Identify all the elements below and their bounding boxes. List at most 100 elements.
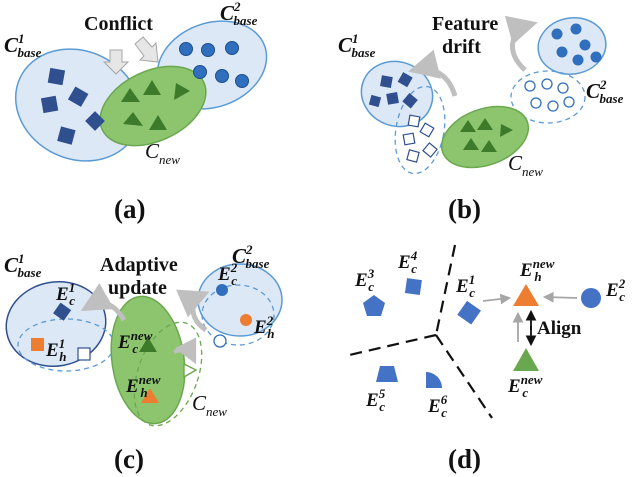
a-circle <box>235 74 249 88</box>
b-hollow-square <box>407 114 421 128</box>
a-triangle <box>149 115 167 130</box>
b-triangle <box>481 140 497 152</box>
c-title-line1: Adaptive <box>100 254 178 276</box>
b-drift-arrow-left <box>408 49 458 97</box>
b-square <box>402 92 418 109</box>
a-triangle <box>121 88 140 102</box>
b-circle <box>570 23 582 35</box>
b-hollow-circle <box>547 100 559 112</box>
c-hollow-triangle <box>183 362 198 379</box>
c-update-arrow-mid <box>173 337 197 365</box>
b-square <box>368 94 382 108</box>
b-new-ellipse <box>440 105 530 169</box>
a-square <box>40 95 59 114</box>
a-c-new-label: Cnew <box>145 139 180 167</box>
b-hollow-circle <box>524 80 536 92</box>
c-hollow-square <box>77 347 91 361</box>
b-base1-old-ellipse <box>394 85 446 175</box>
b-square <box>386 92 399 105</box>
c-panel-tag: (c) <box>114 444 144 474</box>
b-base2-ellipse <box>537 17 607 75</box>
b-hollow-circle <box>557 82 569 94</box>
d-ec4-square <box>404 278 422 296</box>
a-square <box>57 126 76 145</box>
a-triangle <box>123 112 143 126</box>
d-ec2-circle <box>581 288 601 308</box>
a-square <box>47 67 66 86</box>
a-triangle <box>174 83 190 100</box>
b-triangle <box>477 118 493 130</box>
a-circle <box>215 69 229 83</box>
d-ehnew-triangle <box>513 284 539 306</box>
b-c-new-label: Cnew <box>508 151 543 179</box>
c-ehnew-triangle <box>141 388 159 403</box>
b-circle <box>556 46 568 58</box>
c-update-arrow-right <box>176 289 210 333</box>
c-update-arrow-left <box>80 283 127 322</box>
d-ec3-pentagon <box>363 295 385 316</box>
c-eh1-square <box>31 338 44 351</box>
a-panel-tag: (a) <box>114 194 145 224</box>
d-boundary-right <box>435 334 493 419</box>
b-triangle <box>460 120 476 132</box>
a-circle <box>179 42 193 56</box>
d-panel-tag: (d) <box>448 444 481 474</box>
a-conflict-arrow-right <box>134 36 159 63</box>
b-triangle <box>500 124 513 137</box>
a-circle <box>201 43 215 57</box>
b-hollow-square <box>422 142 438 158</box>
b-title-line1: Feature <box>432 13 498 35</box>
b-hollow-circle <box>541 78 553 90</box>
c-hollow-circle <box>213 334 227 348</box>
b-circle <box>572 54 584 66</box>
b-hollow-square <box>419 122 435 138</box>
a-square <box>85 111 105 131</box>
b-hollow-circle <box>563 96 575 108</box>
a-triangle <box>143 80 161 95</box>
c-title-line2: update <box>108 277 167 299</box>
d-boundary-left <box>344 333 437 358</box>
b-panel-tag: (b) <box>448 194 481 224</box>
b-drift-arrow-right <box>504 15 538 72</box>
d-ec6-half-circle <box>426 372 442 388</box>
b-hollow-square <box>402 132 416 146</box>
c-ec2-circle <box>216 284 228 296</box>
d-align-label: Align <box>537 318 582 339</box>
b-title-line2: drift <box>442 36 481 58</box>
b-triangle <box>463 138 479 150</box>
c-c-new-label: Cnew <box>192 391 227 419</box>
b-hollow-square <box>406 149 420 163</box>
b-base2-old-ellipse <box>510 70 586 124</box>
c-ecnew-triangle <box>139 337 157 352</box>
b-circle <box>579 39 591 51</box>
a-title: Conflict <box>84 13 153 35</box>
b-circle <box>551 28 563 40</box>
b-circle <box>590 51 602 63</box>
d-boundary-top <box>434 244 457 336</box>
d-ecnew-triangle <box>513 348 539 371</box>
a-circle <box>225 41 239 55</box>
